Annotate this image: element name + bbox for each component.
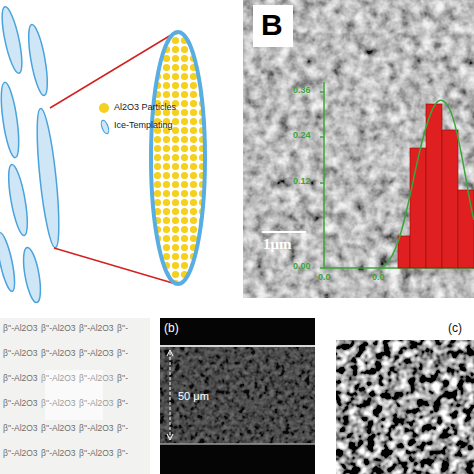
phase-label: β''-Al2O3 <box>41 424 76 433</box>
phase-label: β''-Al2O3 <box>41 399 76 408</box>
phase-label: β''- <box>117 374 128 383</box>
phase-label: β''-Al2O3 <box>41 449 76 458</box>
phase-label: β''-Al2O3 <box>79 324 114 333</box>
dimension-label: 50 μm <box>178 390 209 402</box>
phase-label: β''-Al2O3 <box>41 324 76 333</box>
panel-letter: (c) <box>448 322 462 335</box>
legend-swatch <box>99 103 109 113</box>
phase-label: β''- <box>117 324 128 333</box>
axis-tick: 0.24 <box>293 131 311 141</box>
phase-label: β''-Al2O3 <box>41 349 76 358</box>
axis-tick: 0.36 <box>293 86 311 96</box>
legend-entry: Ice-Templating <box>114 121 173 131</box>
panel-letter: B <box>261 8 283 41</box>
scale-label: 1μm <box>263 236 292 253</box>
legend-entry: Al2O3 Particles <box>99 103 176 113</box>
phase-label: β''-Al2O3 <box>79 449 114 458</box>
phase-label: β''-Al2O3 <box>3 449 38 458</box>
phase-label: β''-Al2O3 <box>3 349 38 358</box>
phase-label: β''-Al2O3 <box>3 399 38 408</box>
phase-label: β''-Al2O3 <box>3 424 38 433</box>
phase-label: β''-Al2O3 <box>79 424 114 433</box>
phase-label: β''-Al2O3 <box>41 374 76 383</box>
panel-letter: (b) <box>164 322 179 335</box>
phase-label: β''-Al2O3 <box>79 374 114 383</box>
phase-label: β''- <box>117 424 128 433</box>
phase-label: β''- <box>117 399 128 408</box>
phase-label: β''- <box>117 349 128 358</box>
axis-tick: 0.00 <box>293 262 311 272</box>
phase-label: β''-Al2O3 <box>3 374 38 383</box>
phase-label: β''-Al2O3 <box>3 324 38 333</box>
axis-tick: 0.0 <box>372 273 385 283</box>
legend-text: Al2O3 Particles <box>114 103 176 113</box>
phase-label: β''- <box>117 449 128 458</box>
phase-label: β''-Al2O3 <box>79 399 114 408</box>
axis-tick: 0.12 <box>293 177 311 187</box>
legend-text: Ice-Templating <box>114 121 173 131</box>
axis-tick: 0.0 <box>318 273 331 283</box>
phase-label: β''-Al2O3 <box>79 349 114 358</box>
